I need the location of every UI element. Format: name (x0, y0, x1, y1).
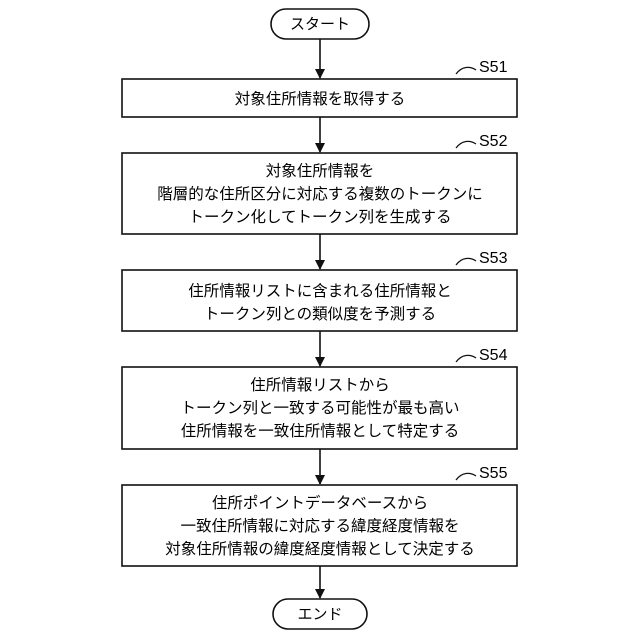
step-text-line: 一致住所情報に対応する緯度経度情報を (180, 517, 459, 535)
step-label-leader (456, 141, 476, 148)
start-label: スタート (290, 15, 350, 33)
step-label-leader (456, 258, 476, 265)
step-text-line: 住所情報リストに含まれる住所情報と (188, 282, 452, 300)
step-text-line: 対象住所情報を (266, 162, 375, 180)
end-label: エンド (297, 605, 342, 623)
step-label-s53: S53 (479, 250, 508, 267)
step-text-line: 対象住所情報を取得する (235, 90, 406, 108)
step-text-line: 住所情報リストから (250, 376, 390, 394)
step-text-line: 住所ポイントデータベースから (212, 493, 428, 512)
end-terminal: エンド (273, 599, 367, 629)
step-text-line: トークン列と一致する可能性が最も高い (180, 399, 459, 417)
step-text-line: 住所情報を一致住所情報として特定する (181, 422, 460, 440)
step-text-line: 階層的な住所区分に対応する複数のトークンに (157, 185, 483, 203)
step-label-leader (456, 473, 476, 480)
step-label-s52: S52 (479, 133, 508, 150)
step-label-s54: S54 (479, 347, 508, 364)
step-label-s55: S55 (479, 465, 508, 482)
step-text-line: トークン化してトークン列を生成する (188, 208, 451, 226)
start-terminal: スタート (271, 9, 369, 39)
step-label-leader (456, 67, 476, 74)
step-label-leader (456, 355, 476, 362)
step-text-line: トークン列との類似度を予測する (204, 305, 436, 323)
step-label-s51: S51 (479, 59, 508, 76)
step-text-line: 対象住所情報の緯度経度情報として決定する (165, 540, 475, 558)
